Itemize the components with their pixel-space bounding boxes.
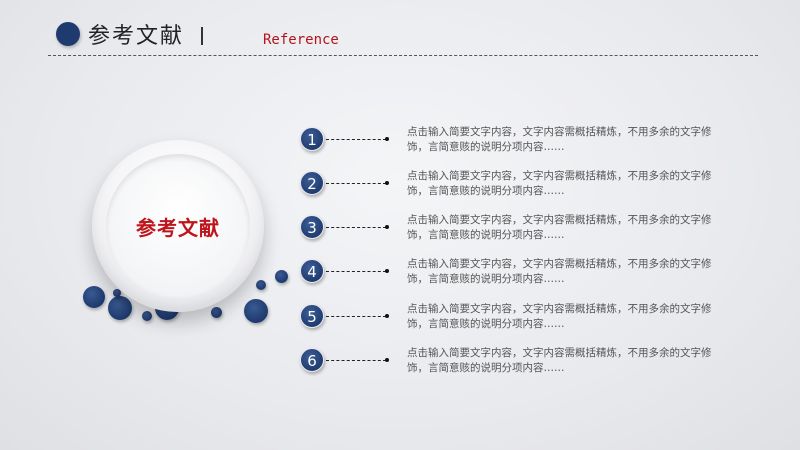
item-number-badge: 3 [300, 215, 324, 239]
item-number-badge: 5 [300, 304, 324, 328]
page-subtitle: Reference [263, 32, 339, 48]
bubble-decoration [83, 286, 105, 308]
item-connector-dot [385, 181, 389, 185]
item-number-badge: 6 [300, 348, 324, 372]
header-dot-icon [56, 22, 80, 46]
bubble-decoration [244, 299, 268, 323]
bubble-decoration [113, 289, 121, 297]
item-text: 点击输入简要文字内容，文字内容需概括精炼，不用多余的文字修饰，言简意赅的说明分项… [407, 214, 712, 241]
page-title: 参考文献 [88, 24, 185, 49]
item-connector-dot [385, 314, 389, 318]
item-connector [326, 139, 386, 140]
bubble-decoration [211, 307, 222, 318]
item-connector-dot [385, 358, 389, 362]
bubble-decoration [108, 296, 132, 320]
item-connector [326, 271, 386, 272]
item-number-badge: 2 [300, 171, 324, 195]
center-circle: 参考文献 [92, 140, 264, 312]
item-text: 点击输入简要文字内容，文字内容需概括精炼，不用多余的文字修饰，言简意赅的说明分项… [407, 170, 712, 197]
item-connector [326, 316, 386, 317]
item-text: 点击输入简要文字内容，文字内容需概括精炼，不用多余的文字修饰，言简意赅的说明分项… [407, 347, 712, 374]
item-connector [326, 227, 386, 228]
item-connector-dot [385, 225, 389, 229]
item-connector [326, 183, 386, 184]
title-separator [201, 27, 203, 45]
bubble-decoration [256, 280, 266, 290]
item-connector-dot [385, 137, 389, 141]
item-number-badge: 1 [300, 127, 324, 151]
item-connector-dot [385, 269, 389, 273]
center-circle-inner [106, 154, 250, 298]
center-circle-label: 参考文献 [136, 216, 220, 240]
header-divider [48, 55, 758, 56]
item-connector [326, 360, 386, 361]
item-text: 点击输入简要文字内容，文字内容需概括精炼，不用多余的文字修饰，言简意赅的说明分项… [407, 258, 712, 285]
item-text: 点击输入简要文字内容，文字内容需概括精炼，不用多余的文字修饰，言简意赅的说明分项… [407, 303, 712, 330]
item-number-badge: 4 [300, 259, 324, 283]
bubble-decoration [142, 311, 152, 321]
item-text: 点击输入简要文字内容，文字内容需概括精炼，不用多余的文字修饰，言简意赅的说明分项… [407, 126, 712, 153]
bubble-decoration [275, 270, 288, 283]
